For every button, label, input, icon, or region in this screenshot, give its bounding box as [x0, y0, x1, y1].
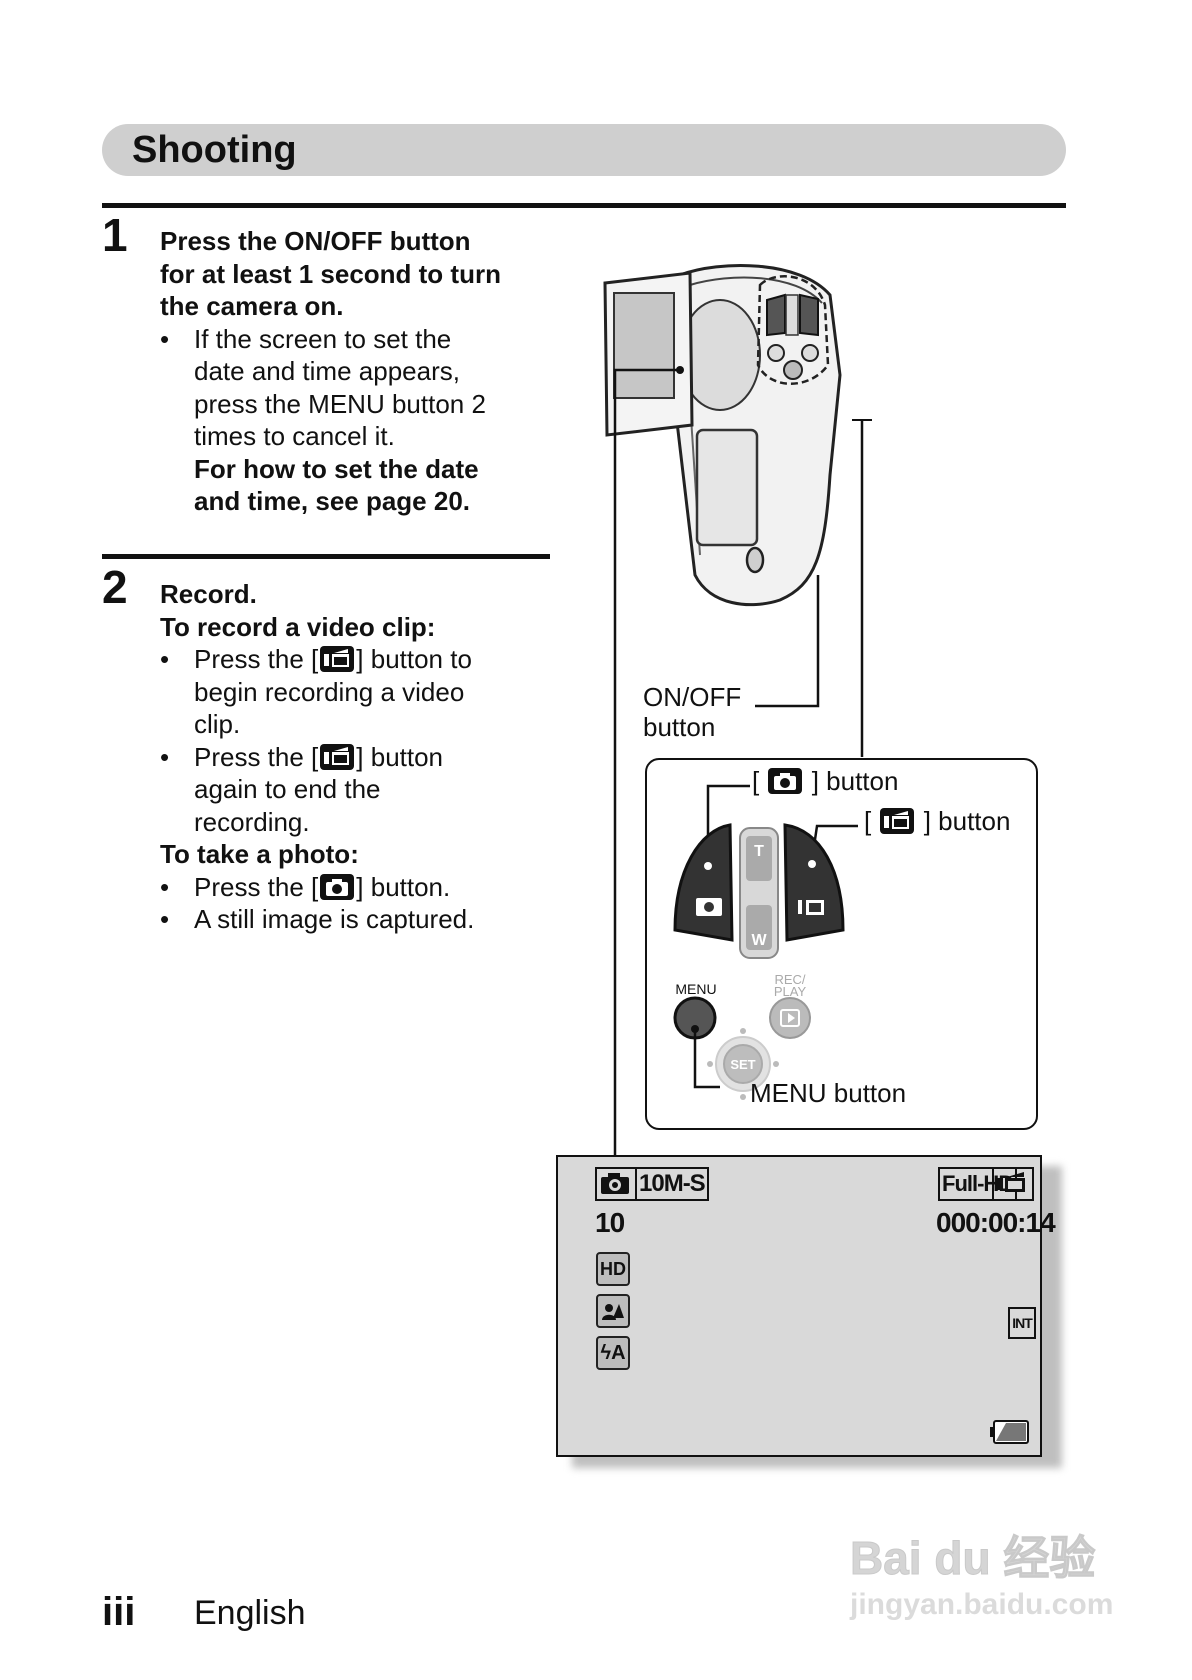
label-text: [ [752, 766, 760, 796]
video-button-icon [320, 743, 355, 770]
lcd-screen: 10M-S 10 Full-HD 000:00:14 HD ϟA INT [556, 1155, 1056, 1457]
camera-illustration [603, 263, 842, 607]
recplay-label: PLAY [774, 984, 807, 999]
bullet-dot: • [160, 741, 170, 772]
video-bullet-stop: • Press the [ ] button again to end the r… [160, 741, 560, 839]
video-bullet-start: • Press the [ ] button to begin recording… [160, 643, 560, 741]
zoom-w-label: W [751, 932, 767, 949]
step2-number: 2 [102, 561, 128, 613]
bullet-text: begin recording a video [194, 676, 465, 707]
onoff-label-line: button [643, 712, 716, 742]
internal-memory-icon: INT [1008, 1307, 1036, 1339]
zoom-t-label: T [754, 843, 764, 860]
step2-body: Record. To record a video clip: • Press … [160, 578, 560, 936]
step1-body: Press the ON/OFF button for at least 1 s… [160, 225, 560, 518]
step1-note-line: For how to set the date [194, 453, 479, 484]
label-text: [ [864, 806, 872, 836]
hd-icon: HD [596, 1252, 630, 1286]
step1-top-rule [102, 203, 1066, 208]
page-numeral: iii [102, 1590, 136, 1634]
bullet-text: ] button. [356, 871, 451, 902]
bullet-dot: • [160, 904, 170, 934]
step1-bullet-line: press the MENU button 2 [194, 388, 486, 419]
step1-heading-line: for at least 1 second to turn [160, 258, 501, 289]
step1-bullet: • If the screen to set the date and time… [160, 323, 560, 518]
onoff-label: ON/OFF button [643, 682, 741, 742]
bullet-text: clip. [194, 709, 241, 739]
camera-button-icon [768, 768, 803, 794]
section-header-bar [102, 124, 1066, 176]
video-subheading: To record a video clip: [160, 611, 436, 642]
control-buttons-illustration: T W MENU REC/ PLAY SET [673, 784, 858, 1100]
step1-bullet-line: date and time appears, [194, 356, 460, 386]
photo-bullet-press: • Press the [ ] button. [160, 871, 560, 904]
shots-remaining: 10 [595, 1207, 625, 1238]
flash-auto-icon: ϟA [596, 1336, 630, 1370]
photo-button-label: [ ] button [752, 766, 898, 796]
video-button-label: [ ] button [864, 806, 1010, 836]
onoff-label-line: ON/OFF [643, 682, 742, 712]
camera-button-icon [320, 873, 355, 900]
bullet-dot: • [160, 644, 170, 674]
bullet-text: A still image is captured. [194, 904, 475, 934]
time-counter: 000:00:14 [936, 1207, 1056, 1238]
bullet-text: again to end the [194, 774, 381, 804]
step1-note-line: and time, see page 20. [194, 486, 471, 516]
video-mode-icon [992, 1167, 1034, 1201]
int-label: INT [1012, 1315, 1033, 1331]
footer-language: English [194, 1594, 306, 1632]
scene-mode-icon [596, 1294, 630, 1328]
step2-heading: Record. [160, 579, 257, 609]
photo-subheading: To take a photo: [160, 839, 359, 869]
resolution-badge: 10M-S [635, 1167, 709, 1201]
battery-icon [990, 1419, 1029, 1444]
label-text: ] button [923, 806, 1011, 836]
bullet-text: ] button [356, 741, 444, 772]
video-button-icon [320, 646, 355, 672]
step1-number: 1 [102, 209, 128, 261]
bullet-dot: • [160, 871, 170, 902]
recplay-label: REC/ [774, 972, 805, 987]
bullet-dot: • [160, 323, 170, 354]
photo-bullet-captured: • A still image is captured. [160, 903, 560, 936]
step1-bullet-line: times to cancel it. [194, 421, 395, 451]
video-button-icon [880, 808, 915, 834]
watermark-brand: Bai du 经验 [850, 1532, 1096, 1585]
menu-button-label: MENU button [750, 1078, 907, 1108]
set-label: SET [730, 1057, 755, 1072]
bullet-text: recording. [194, 806, 310, 837]
step2-top-rule [102, 554, 550, 559]
bullet-text: Press the [ [194, 644, 319, 674]
control-panel-callout [645, 758, 1038, 1130]
step1-heading-line: Press the ON/OFF button [160, 226, 471, 256]
step1-heading-line: the camera on. [160, 291, 344, 321]
watermark: Bai du 经验 jingyan.baidu.com [850, 1522, 1150, 1622]
camera-mode-icon [595, 1167, 637, 1201]
bullet-text: Press the [ [194, 871, 319, 902]
label-text: ] button [811, 766, 899, 796]
menu-small-label: MENU [675, 981, 716, 997]
bullet-text: Press the [ [194, 741, 319, 772]
section-title: Shooting [132, 129, 297, 171]
watermark-url: jingyan.baidu.com [850, 1588, 1114, 1621]
bullet-text: ] button to [356, 644, 472, 674]
step1-bullet-line: If the screen to set the [194, 323, 452, 354]
